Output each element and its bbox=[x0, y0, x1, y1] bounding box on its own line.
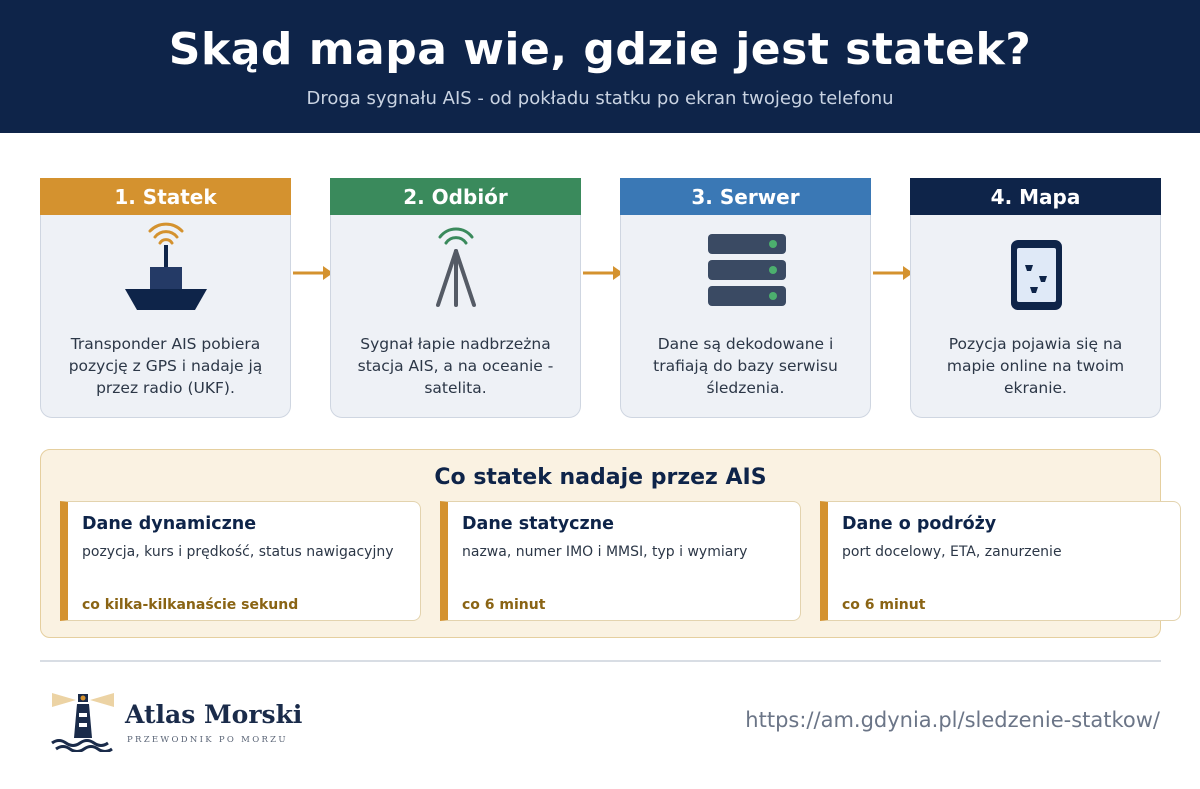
brand-name: Atlas Morski bbox=[125, 700, 303, 729]
step-reception-text: Sygnał łapie nadbrzeżna stacja AIS, a na… bbox=[357, 335, 554, 397]
card-title: Dane o podróży bbox=[842, 514, 997, 534]
card-dynamic-data: Dane dynamiczne pozycja, kurs i prędkość… bbox=[60, 501, 421, 621]
step-map-text: Pozycja pojawia się na mapie online na t… bbox=[946, 335, 1125, 397]
card-static-data: Dane statyczne nazwa, numer IMO i MMSI, … bbox=[440, 501, 801, 621]
arrow-right-icon bbox=[583, 266, 623, 280]
brand-tagline: PRZEWODNIK PO MORZU bbox=[127, 735, 288, 745]
step-reception: 2. Odbiór Sygnał łapie nadbrzeżna stacja… bbox=[330, 178, 581, 418]
card-frequency: co 6 minut bbox=[842, 597, 926, 613]
card-description: nazwa, numer IMO i MMSI, typ i wymiary bbox=[462, 544, 748, 560]
step-server-label: 3. Serwer bbox=[620, 178, 871, 215]
footer-divider bbox=[40, 660, 1161, 662]
card-frequency: co 6 minut bbox=[462, 597, 546, 613]
step-server-text: Dane są dekodowane i trafiają do bazy se… bbox=[653, 335, 838, 397]
step-ship-text: Transponder AIS pobiera pozycję z GPS i … bbox=[68, 335, 263, 397]
step-ship-label: 1. Statek bbox=[40, 178, 291, 215]
step-ship: 1. Statek Transponder AIS pobiera pozycj… bbox=[40, 178, 291, 418]
card-frequency: co kilka-kilkanaście sekund bbox=[82, 597, 299, 613]
step-map: 4. Mapa Pozycja pojawia się na mapie onl… bbox=[910, 178, 1161, 418]
arrow-right-icon bbox=[873, 266, 913, 280]
header-banner: Skąd mapa wie, gdzie jest statek? Droga … bbox=[0, 0, 1200, 133]
step-server: 3. Serwer Dane są dekodowane i trafiają … bbox=[620, 178, 871, 418]
source-url-link[interactable]: https://am.gdynia.pl/sledzenie-statkow/ bbox=[745, 708, 1160, 732]
ais-panel-title: Co statek nadaje przez AIS bbox=[434, 465, 767, 490]
server-icon bbox=[708, 234, 786, 306]
card-voyage-data: Dane o podróży port docelowy, ETA, zanur… bbox=[820, 501, 1181, 621]
phone-map-icon bbox=[1011, 240, 1062, 310]
arrow-right-icon bbox=[293, 266, 333, 280]
card-description: port docelowy, ETA, zanurzenie bbox=[842, 544, 1062, 560]
radio-tower-icon bbox=[436, 227, 476, 307]
page-subtitle: Droga sygnału AIS - od pokładu statku po… bbox=[306, 88, 894, 109]
card-title: Dane statyczne bbox=[462, 514, 615, 534]
card-title: Dane dynamiczne bbox=[82, 514, 257, 534]
lighthouse-logo-icon bbox=[51, 693, 114, 752]
step-map-label: 4. Mapa bbox=[910, 178, 1161, 215]
card-description: pozycja, kurs i prędkość, status nawigac… bbox=[82, 544, 394, 560]
page-title: Skąd mapa wie, gdzie jest statek? bbox=[168, 24, 1032, 75]
ship-antenna-icon bbox=[125, 222, 207, 310]
step-reception-label: 2. Odbiór bbox=[330, 178, 581, 215]
